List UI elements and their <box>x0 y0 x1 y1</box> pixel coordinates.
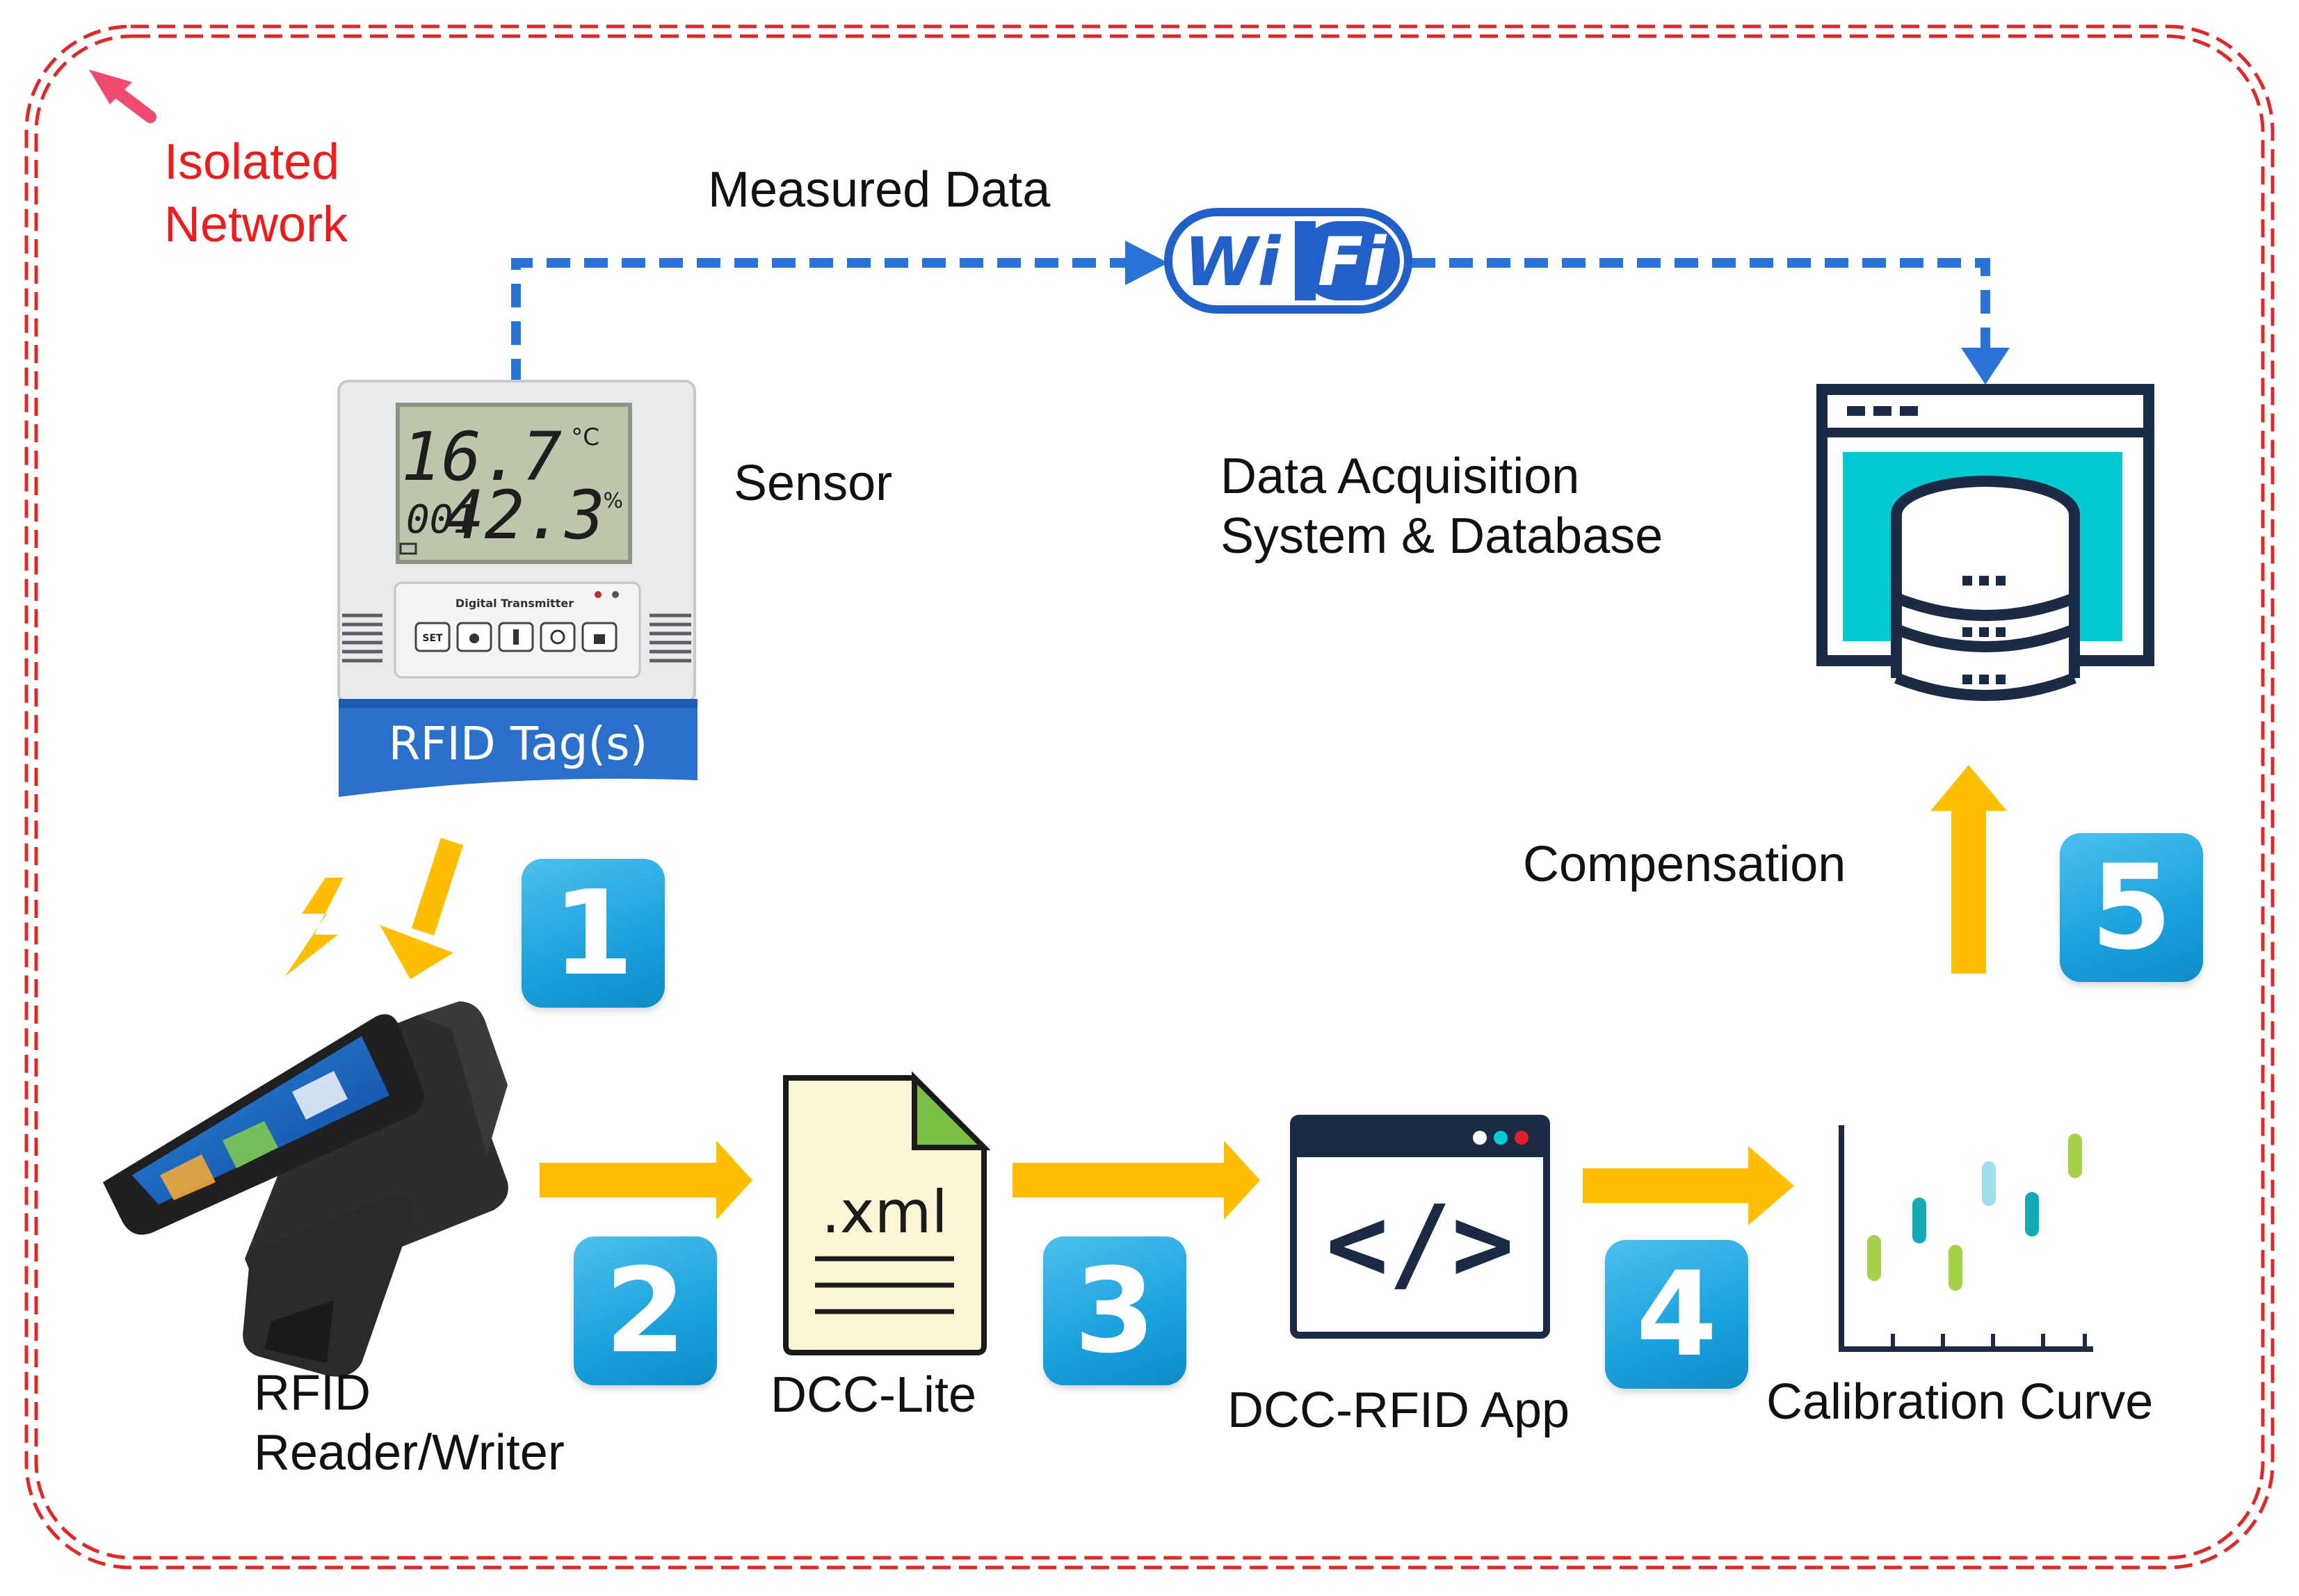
compensation-label: Compensation <box>1523 837 1846 892</box>
reader-label-line2: Reader/Writer <box>254 1425 565 1481</box>
rfid-tag-label: RFID Tag(s) <box>389 717 648 771</box>
step-badge-5: 5 <box>2060 833 2203 982</box>
isolated-network-pointer-arrow <box>89 70 156 123</box>
database-label-line2: System & Database <box>1220 508 1663 565</box>
sensor-display-temp-unit: °C <box>571 424 599 451</box>
sensor-display-id: 001 <box>406 497 476 542</box>
lightning-icon <box>285 878 344 976</box>
sensor-vent-right <box>650 613 691 663</box>
isolated-network-label-line2: Network <box>164 197 348 252</box>
database-label-line1: Data Acquisition <box>1220 449 1580 504</box>
sensor-buttons: SET <box>414 622 618 652</box>
step-badge-4: 4 <box>1605 1240 1748 1389</box>
database-label: Data Acquisition System & Database <box>1220 446 1663 567</box>
step-badge-1: 1 <box>522 859 665 1008</box>
sensor-display-temp: 16.7 <box>401 418 562 496</box>
sensor-display-hum: 42.3 <box>444 476 605 554</box>
calibration-curve-icon <box>1839 1125 2093 1352</box>
sensor-panel-title: Digital Transmitter <box>455 597 574 610</box>
sensor-display-hum-unit: % <box>603 489 623 513</box>
measured-data-path-2 <box>1412 258 1990 358</box>
xml-file-ext: .xml <box>821 1178 948 1246</box>
step-badge-2: 2 <box>574 1236 717 1385</box>
arrow-2 <box>540 1140 752 1220</box>
dcc-lite-label: DCC-Lite <box>771 1367 977 1423</box>
sensor-vent-left <box>342 613 382 663</box>
isolated-network-border <box>24 24 2275 1570</box>
wifi-wi-text: Wi <box>1184 223 1282 301</box>
measured-data-arrowhead <box>1125 241 1168 285</box>
measured-data-path <box>511 258 1140 382</box>
sensor-label: Sensor <box>734 456 893 511</box>
calibration-curve-label: Calibration Curve <box>1766 1374 2154 1430</box>
rfid-tag-banner <box>339 699 697 797</box>
xml-file-icon: .xml <box>783 1071 991 1355</box>
dcc-rfid-app-label: DCC-RFID App <box>1227 1383 1570 1438</box>
arrow-5 <box>1930 765 2007 974</box>
reader-label: RFID Reader/Writer <box>254 1363 565 1483</box>
step-1-arrow <box>380 837 464 979</box>
measured-data-label: Measured Data <box>708 162 1051 218</box>
arrow-3 <box>1013 1140 1260 1220</box>
arrow-4 <box>1583 1146 1794 1225</box>
database-arrowhead <box>1961 348 2010 385</box>
step-badge-3: 3 <box>1043 1236 1186 1385</box>
rfid-reader-icon <box>103 1001 508 1377</box>
reader-label-line1: RFID <box>254 1365 371 1421</box>
isolated-network-border-inner <box>34 34 2265 1560</box>
sensor-set-label: SET <box>422 633 443 644</box>
app-code-symbol: </> <box>1326 1184 1515 1305</box>
database-icon <box>1816 384 2154 709</box>
isolated-network-label: Isolated Network <box>164 131 348 256</box>
isolated-network-label-line1: Isolated <box>164 134 340 190</box>
wifi-logo: Wi Fi <box>1164 208 1412 314</box>
sensor-device: 16.7 °C 42.3 % 001 Digital Transmitter S… <box>337 380 696 704</box>
app-window-icon: </> <box>1290 1115 1550 1339</box>
wifi-fi-text: Fi <box>1318 223 1387 301</box>
